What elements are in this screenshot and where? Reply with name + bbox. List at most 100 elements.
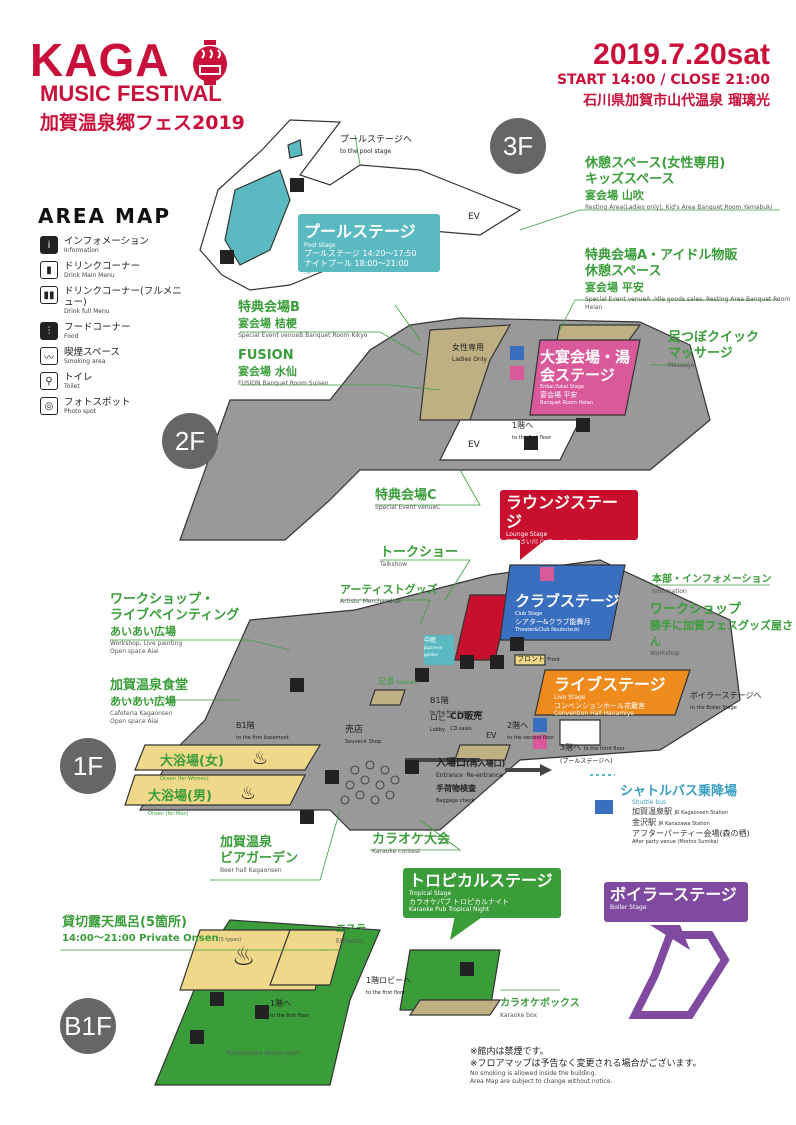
lantern-icon bbox=[193, 40, 227, 85]
drink-icon: ▮ bbox=[40, 261, 58, 279]
logo-subtitle: MUSIC FESTIVAL bbox=[40, 81, 222, 106]
drink-full-icon: ▮▮ bbox=[40, 286, 58, 304]
lounge-stage-callout: ラウンジステージ Lounge Stage 喫茶 さい川 Coffee shop… bbox=[500, 490, 638, 546]
live-stage-label: ライブステージ Live Stage コンベンションホール花籠宮 Convent… bbox=[554, 675, 666, 717]
tropical-stage-callout: トロピカルステージ Tropical Stage カラオケパブ トロピカルナイト… bbox=[403, 868, 561, 918]
rest-space-label: 休憩スペース(女性専用)キッズスペース 宴会場 山吹 Resting Area(… bbox=[585, 156, 773, 211]
smoking-icon: 〰 bbox=[40, 347, 58, 365]
ev-2f: EV bbox=[468, 440, 480, 450]
toilet-icon bbox=[533, 718, 547, 732]
photo-icon bbox=[405, 760, 419, 774]
legend-label-en: Drink full Menu bbox=[64, 308, 110, 315]
photo-icon bbox=[490, 655, 504, 669]
legend-label-en: Photo spot bbox=[64, 408, 96, 415]
photo-icon bbox=[460, 655, 474, 669]
drink-icon bbox=[290, 178, 304, 192]
notes: ※館内は禁煙です。 ※フロアマップは予告なく変更される場合がございます。 No … bbox=[470, 1047, 702, 1085]
floor-badge-3f: 3F bbox=[490, 118, 546, 174]
drink-icon bbox=[210, 992, 224, 1006]
bus-icon bbox=[595, 800, 613, 814]
floor-2f-plan bbox=[179, 317, 711, 541]
onsen-women-label: 大浴場(女)Onsen (for Women) bbox=[160, 754, 224, 782]
private-onsen-label: 貸切露天風呂(5箇所) 14:00～21:00 Private Onsen(5 … bbox=[62, 915, 242, 944]
toilet-icon bbox=[510, 366, 524, 380]
food-icon bbox=[190, 1030, 204, 1044]
toilet-icon bbox=[533, 735, 547, 749]
legend-label: フードコーナー bbox=[64, 322, 131, 333]
legend-label: 喫煙スペース bbox=[64, 347, 120, 358]
photo-icon bbox=[220, 250, 234, 264]
beer-garden-tables bbox=[340, 760, 400, 805]
drink-icon bbox=[415, 668, 429, 682]
boiler-stage-callout: ボイラーステージ Boiler Stage bbox=[604, 882, 748, 922]
toilet-icon bbox=[510, 346, 524, 360]
legend-label-en: Smoking area bbox=[64, 358, 106, 365]
pool-stage-callout: プールステージ Pool Stage プールステージ 14:20～17:50 ナ… bbox=[298, 214, 440, 272]
photo-icon bbox=[524, 436, 538, 450]
event-date: 2019.7.20sat bbox=[593, 38, 770, 71]
toilet-icon: ⚲ bbox=[40, 372, 58, 390]
floor-badge-2f: 2F bbox=[162, 413, 218, 469]
legend-label: ドリンクコーナー bbox=[64, 261, 141, 272]
entrance-label: 入場口(再入場口)Entrance Re-entrance bbox=[436, 758, 506, 779]
info-icon: i bbox=[40, 236, 58, 254]
legend-label-en: Food bbox=[64, 333, 79, 340]
legend-item: ▮▮ ドリンクコーナー(フルメニュー)Drink full Menu bbox=[40, 286, 190, 316]
photo-icon bbox=[255, 1005, 269, 1019]
enkai-stage-label: 大宴会場・湯会ステージ Enkai,Yukai Stage 宴会場 平安 Ban… bbox=[540, 348, 631, 406]
front-label: フロント Front bbox=[517, 655, 560, 663]
workshop-right-label: ワークショップ勝手に加賀フェスグッズ屋さん Workshop bbox=[650, 602, 793, 657]
smoking-icon bbox=[300, 810, 314, 824]
footbath-label: 足湯 footbath bbox=[378, 677, 418, 686]
floor-1f-plan bbox=[124, 559, 741, 831]
event-time: START 14:00 / CLOSE 21:00 bbox=[556, 72, 770, 88]
legend-label: ドリンクコーナー(フルメニュー) bbox=[64, 286, 182, 308]
massage-label: 足つぼクイックマッサージ Massage bbox=[668, 330, 760, 369]
onsen-icon: ♨ bbox=[240, 783, 257, 804]
to-3f-link: 3階へ to the third floor(プールステージへ) bbox=[560, 743, 625, 765]
onsen-icon: ♨ bbox=[232, 942, 256, 972]
workshop-left-label: ワークショップ・ライブペインティングあいあい広場 Workshop, Live … bbox=[110, 592, 240, 655]
food-icon bbox=[510, 637, 524, 651]
floor-badge-b1f: B1F bbox=[60, 998, 116, 1054]
legend-label: フォトスポット bbox=[64, 397, 131, 408]
drink-icon bbox=[460, 962, 474, 976]
event-venue: 石川県加賀市山代温泉 瑠璃光 bbox=[583, 93, 770, 109]
food-icon bbox=[325, 770, 339, 784]
food-icon bbox=[290, 678, 304, 692]
legend-label-en: Toilet bbox=[64, 383, 80, 390]
legend-label: トイレ bbox=[64, 372, 93, 383]
floor-badge-1f: 1F bbox=[60, 738, 116, 794]
logo-text: KAGA bbox=[30, 34, 170, 86]
ev-3f: EV bbox=[468, 212, 480, 222]
food-icon: ⫶ bbox=[40, 322, 58, 340]
legend-label: インフォメーション bbox=[64, 236, 150, 247]
club-stage-label: クラブステージ Club Stage シアター&クラブ能舞月 Theater&C… bbox=[515, 592, 620, 633]
floor-3f-plan bbox=[199, 119, 522, 291]
